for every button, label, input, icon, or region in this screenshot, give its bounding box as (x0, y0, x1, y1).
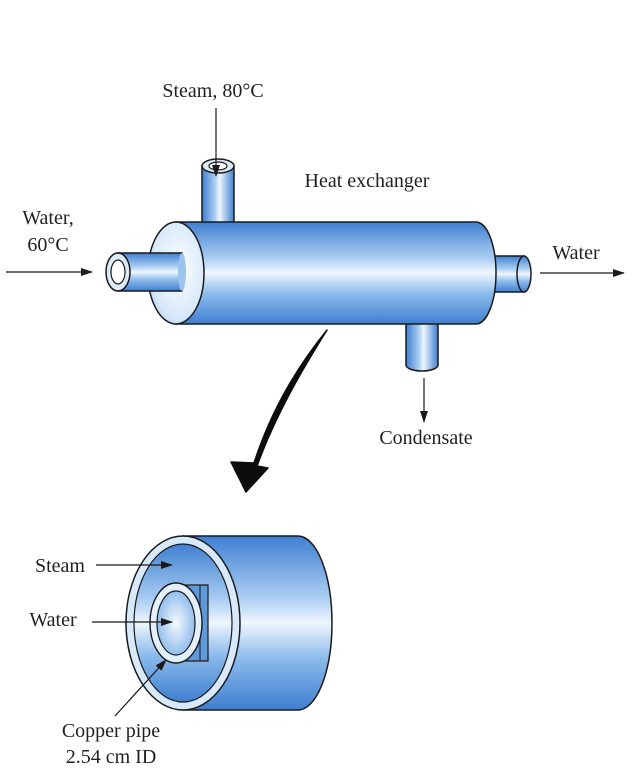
section-water-label: Water (29, 609, 77, 631)
steam-inlet-pipe (201, 158, 235, 233)
copper-pipe-label-line1: Copper pipe (62, 720, 160, 742)
steam-inlet-label: Steam, 80°C (162, 80, 263, 102)
water-inlet-label-line2: 60°C (27, 234, 68, 256)
cross-section-detail (125, 535, 333, 711)
water-outlet-label: Water (552, 242, 600, 264)
section-steam-label: Steam (35, 555, 85, 577)
heat-exchanger-shell (147, 221, 497, 325)
copper-pipe-label-line2: 2.54 cm ID (66, 746, 157, 768)
water-inlet-label-line1: Water, (22, 207, 73, 229)
condensate-label: Condensate (379, 427, 472, 449)
condensate-outlet-pipe (405, 317, 439, 372)
water-inlet-pipe (105, 252, 186, 292)
copper-pipe-arrow (114, 659, 167, 717)
water-outlet-pipe (479, 255, 532, 293)
detail-arrow (230, 329, 328, 493)
heat-exchanger-label: Heat exchanger (305, 170, 430, 192)
